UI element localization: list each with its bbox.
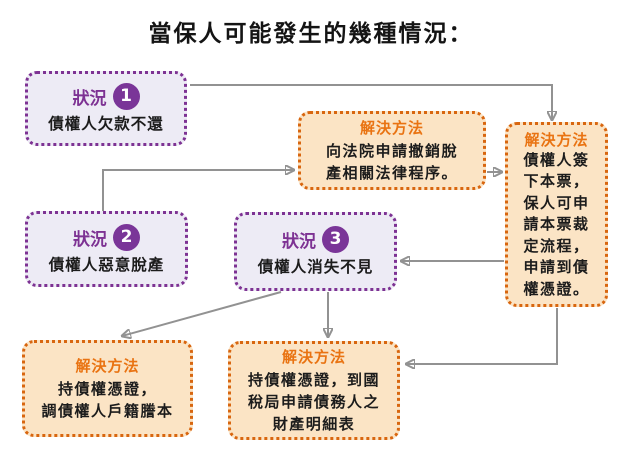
situation-3-label: 狀況 — [282, 232, 316, 252]
solution-promissory-note-line-2: 下本票， — [523, 172, 590, 191]
situation-2-text: 債權人惡意脫產 — [48, 255, 165, 274]
solution-census-record-label: 解決方法 — [75, 357, 140, 375]
solution-promissory-note-line-1: 債權人簽 — [523, 150, 590, 169]
solution-promissory-note-line-6: 申請到債 — [523, 258, 590, 277]
situation-3-number-badge: 3 — [322, 226, 349, 253]
solution-court-line-1: 向法院申請撤銷脫 — [325, 142, 458, 160]
situation-1-box: 狀況 1 債權人欠款不還 — [25, 71, 187, 146]
arrow-situation3-to-census-solution — [122, 291, 282, 336]
solution-census-record-line-2: 調債權人戶籍謄本 — [41, 402, 174, 420]
solution-court-label: 解決方法 — [359, 119, 424, 137]
solution-promissory-note-box: 解決方法 債權人簽 下本票， 保人可申 請本票裁 定流程， 申請到債 權憑證。 — [505, 122, 608, 307]
solution-promissory-note-label: 解決方法 — [524, 130, 589, 149]
solution-promissory-note-line-5: 定流程， — [523, 236, 590, 255]
situation-1-label: 狀況 — [72, 89, 107, 109]
situation-3-header: 狀況 3 — [282, 226, 349, 253]
solution-promissory-note-line-4: 請本票裁 — [523, 215, 590, 234]
solution-court-box: 解決方法 向法院申請撤銷脫 產相關法律程序。 — [298, 111, 486, 190]
solution-promissory-note-line-3: 保人可申 — [523, 193, 590, 212]
situation-3-box: 狀況 3 債權人消失不見 — [234, 212, 397, 291]
solution-census-record-box: 解決方法 持債權憑證， 調債權人戶籍謄本 — [22, 340, 193, 437]
solution-tax-office-box: 解決方法 持債權憑證，到國 稅局申請債務人之 財產明細表 — [228, 341, 400, 440]
page-title: 當保人可能發生的幾種情況： — [148, 21, 474, 47]
situation-1-header: 狀況 1 — [73, 83, 140, 110]
situation-2-number-badge: 2 — [113, 223, 140, 251]
situation-3-text: 債權人消失不見 — [257, 258, 374, 276]
solution-tax-office-line-1: 持債權憑證，到國 — [247, 371, 380, 389]
situation-1-text: 債權人欠款不還 — [48, 115, 164, 133]
situation-2-header: 狀況 2 — [73, 223, 140, 251]
situation-2-box: 狀況 2 債權人惡意脫產 — [25, 211, 188, 287]
arrow-situation2-to-court-solution — [102, 170, 294, 211]
situation-2-label: 狀況 — [73, 229, 107, 250]
solution-tax-office-label: 解決方法 — [281, 348, 346, 366]
solution-tax-office-line-3: 財產明細表 — [272, 415, 356, 433]
solution-promissory-note-line-7: 權憑證。 — [523, 279, 590, 298]
situation-1-number-badge: 1 — [112, 83, 140, 110]
solution-census-record-line-1: 持債權憑證， — [57, 380, 157, 398]
solution-court-line-2: 產相關法律程序。 — [325, 164, 458, 182]
solution-tax-office-line-2: 稅局申請債務人之 — [247, 393, 380, 411]
arrow-note-solution-to-tax-solution — [406, 308, 558, 364]
